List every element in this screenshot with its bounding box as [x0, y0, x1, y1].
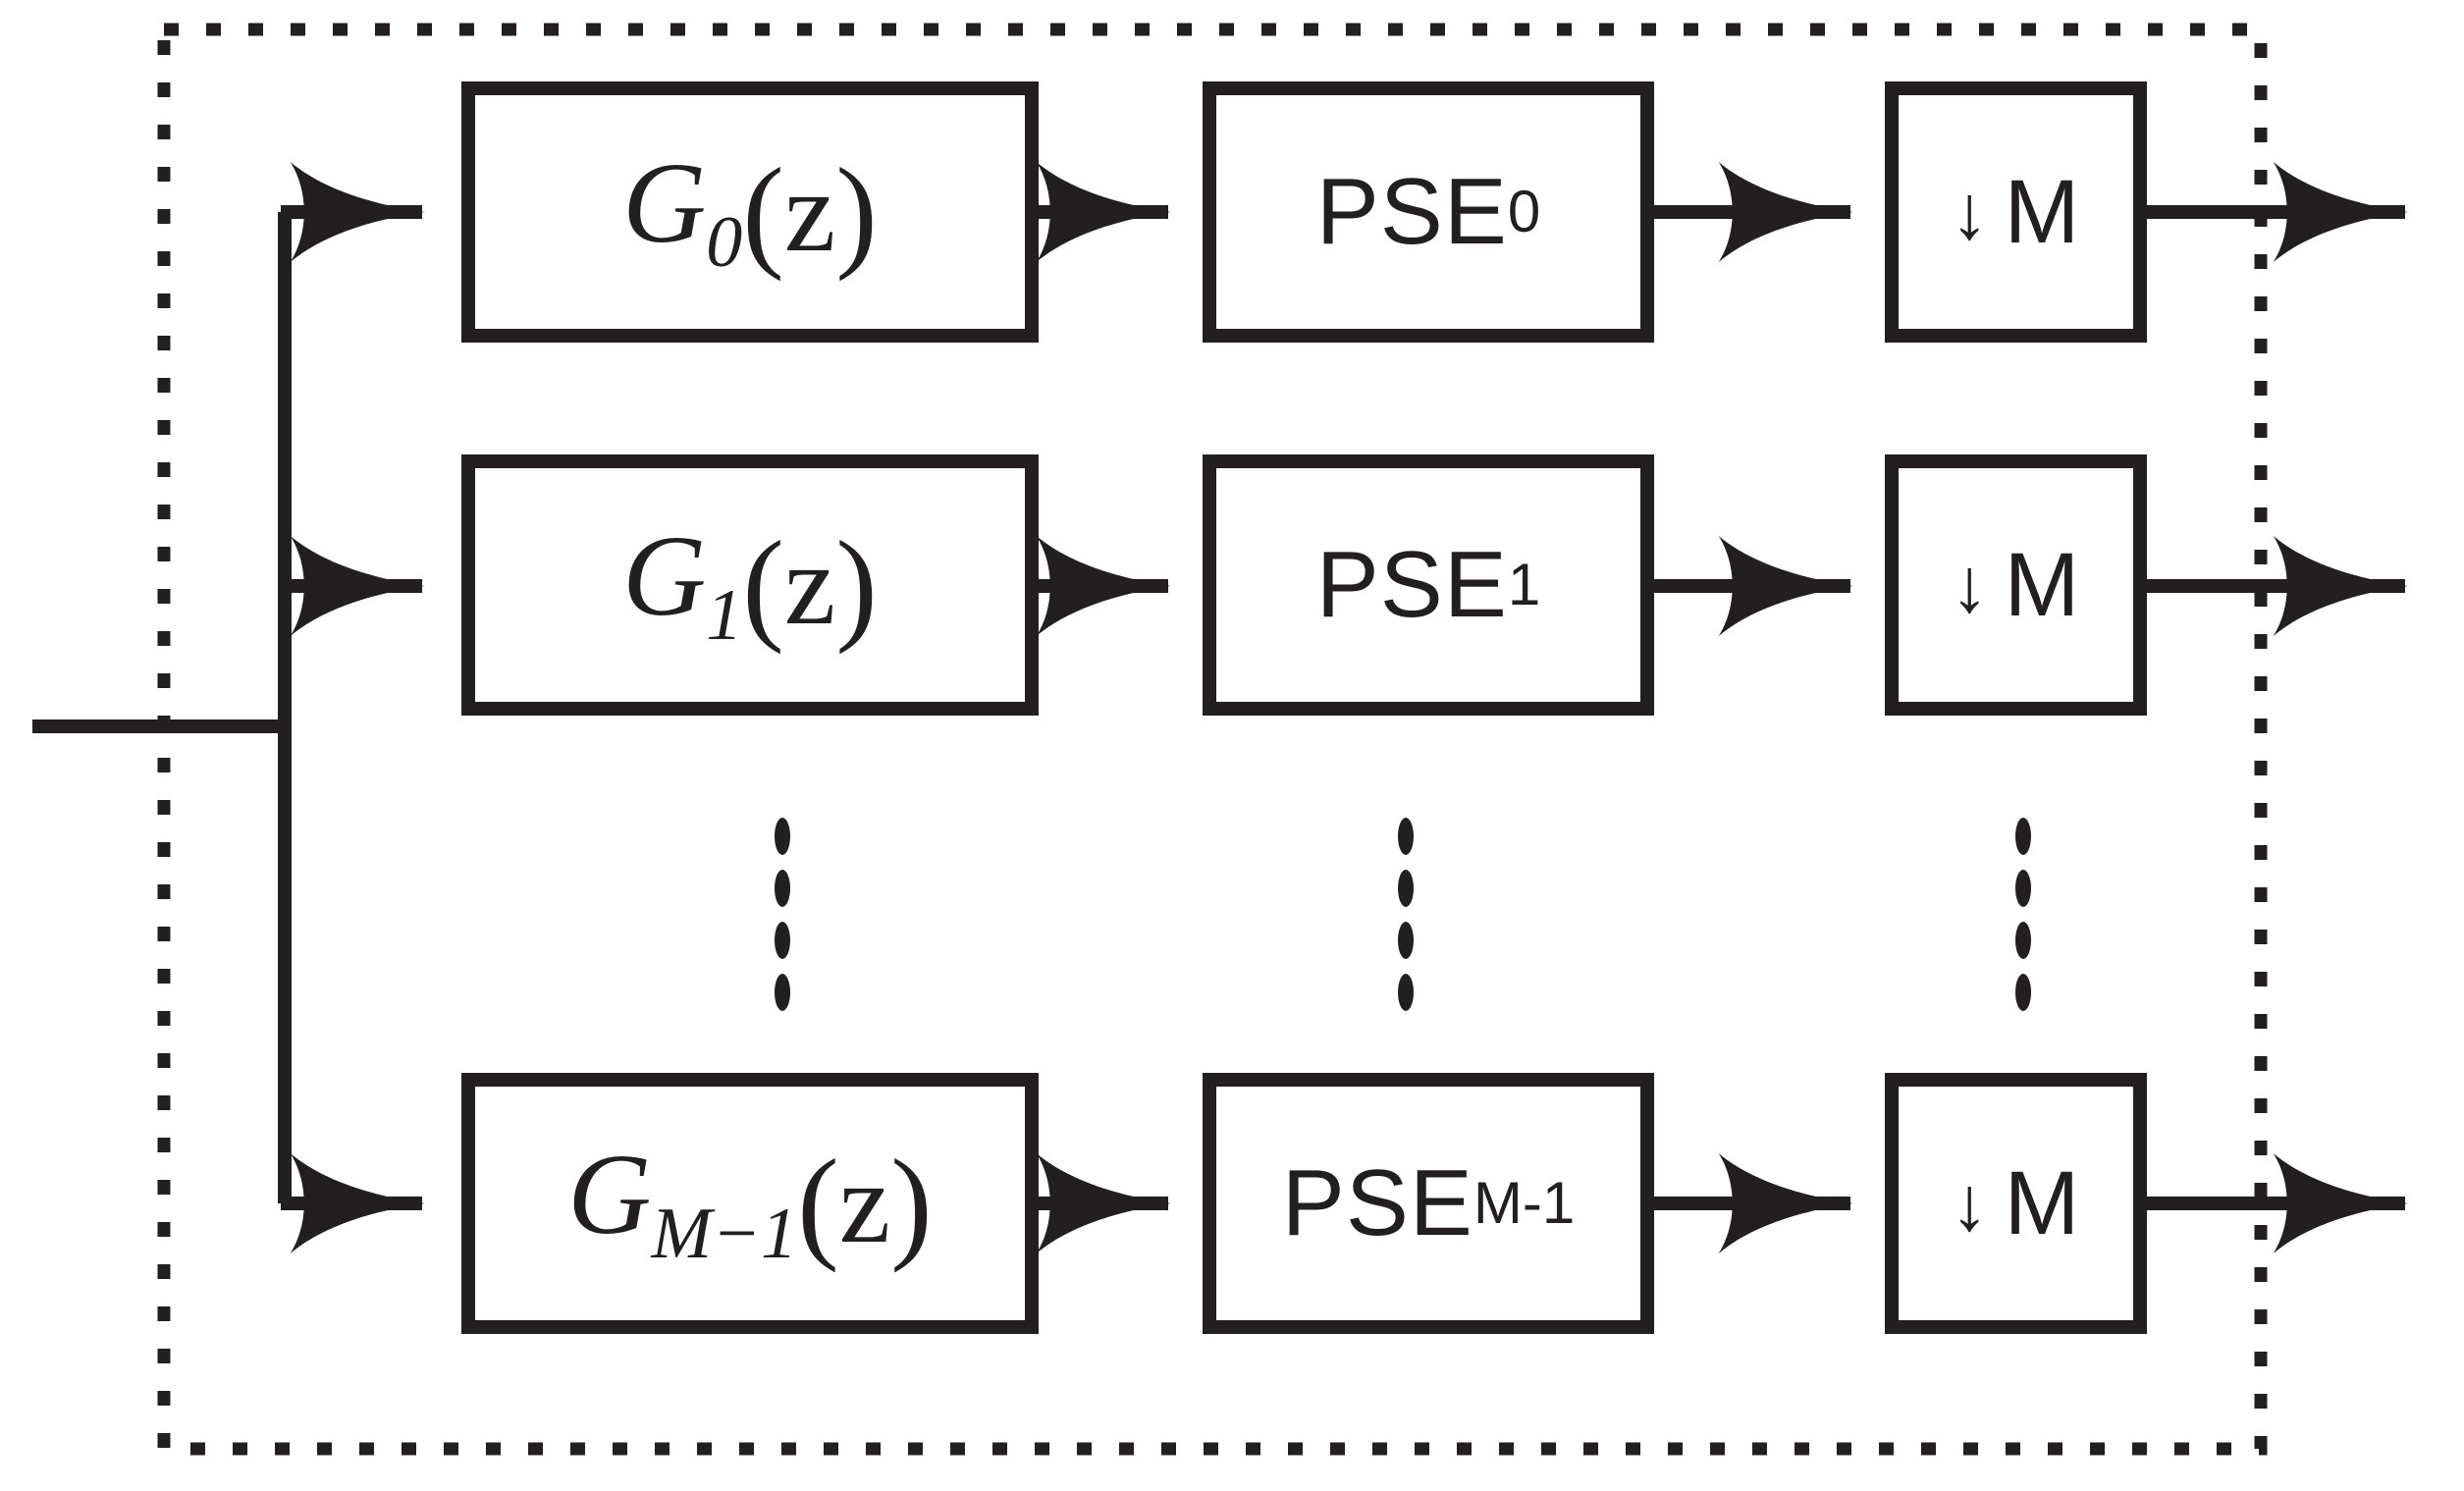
filter-0-close-paren: ) [835, 142, 878, 282]
filter-last-arg: z [838, 1139, 891, 1267]
filter-last-subscript: M−1 [651, 1194, 798, 1275]
decimator-block-1[interactable] [1885, 454, 2147, 716]
decimator-block-last[interactable] [1885, 1073, 2147, 1334]
pse-1-subscript: 1 [1507, 552, 1541, 617]
pse-0-base: PSE [1315, 159, 1508, 264]
filter-block-0-label: G0(z) [468, 88, 1032, 336]
filter-1-subscript: 1 [706, 575, 743, 657]
filter-last-open-paren: ( [797, 1134, 839, 1273]
filter-last-base: G [567, 1129, 652, 1258]
filter-1-close-paren: ) [835, 515, 878, 655]
filter-block-0[interactable] [461, 81, 1039, 343]
filter-block-1[interactable] [461, 454, 1039, 716]
pse-block-0[interactable] [1203, 81, 1654, 343]
filter-1-open-paren: ( [742, 515, 784, 655]
pse-last-subscript: M-1 [1473, 1170, 1576, 1236]
vertical-ellipsis-filter-column [775, 818, 790, 1011]
dotted-boundary [157, 23, 2268, 1456]
filter-0-subscript: 0 [706, 202, 743, 284]
decimator-block-last-label: ↓M [1892, 1080, 2140, 1327]
down-arrow-icon: ↓ [1950, 169, 1991, 255]
filter-1-base: G [622, 510, 707, 640]
pse-block-last[interactable] [1203, 1073, 1654, 1334]
pse-block-1[interactable] [1203, 454, 1654, 716]
decimator-1-factor: M [2004, 535, 2082, 635]
filter-block-1-label: G1(z) [468, 461, 1032, 709]
vertical-ellipsis-pse-column [1398, 818, 1414, 1011]
decimator-block-1-label: ↓M [1892, 461, 2140, 709]
down-arrow-icon: ↓ [1950, 542, 1991, 628]
filter-0-base: G [622, 137, 707, 267]
pse-last-base: PSE [1281, 1150, 1473, 1255]
filter-last-close-paren: ) [890, 1134, 933, 1273]
down-arrow-icon: ↓ [1950, 1160, 1991, 1247]
vertical-ellipsis-decimator-column [2015, 818, 2031, 1011]
pse-1-base: PSE [1315, 532, 1508, 637]
pse-0-subscript: 0 [1507, 179, 1541, 244]
filter-1-arg: z [783, 520, 836, 649]
decimator-last-factor: M [2004, 1153, 2082, 1253]
filter-block-last-label: GM−1(z) [468, 1080, 1032, 1327]
decimator-0-factor: M [2004, 162, 2082, 262]
decimator-block-0-label: ↓M [1892, 88, 2140, 336]
filter-0-open-paren: ( [742, 142, 784, 282]
filter-0-arg: z [783, 147, 836, 276]
